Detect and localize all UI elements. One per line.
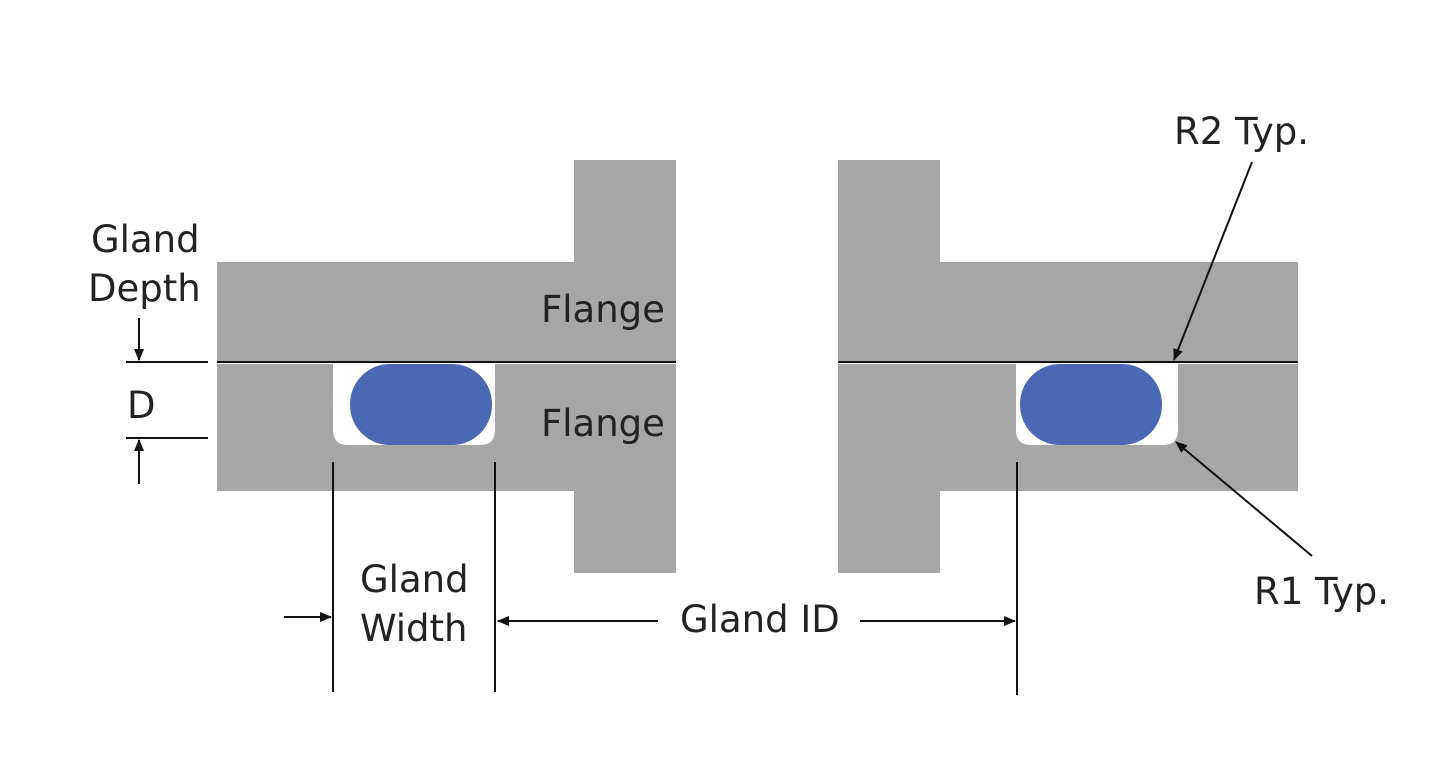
r1-label: R1 Typ. — [1254, 570, 1389, 613]
lower-flange-label: Flange — [541, 402, 665, 445]
gland-id-label: Gland ID — [680, 598, 840, 641]
gland-width-label-line1: Gland — [360, 558, 469, 601]
r2-leader — [1173, 161, 1253, 361]
r1-leader — [1175, 441, 1313, 557]
left-o-ring — [350, 364, 492, 445]
upper-flange — [217, 160, 676, 362]
r2-label: R2 Typ. — [1174, 110, 1309, 153]
upper-flange-label: Flange — [541, 288, 665, 331]
lower-flange — [217, 364, 676, 573]
right-o-ring — [1020, 364, 1162, 445]
gland-width-label-line2: Width — [360, 607, 468, 650]
gland-depth-label-line2: Depth — [88, 267, 201, 310]
upper-flange-right — [838, 160, 1298, 362]
gland-depth-label-line1: Gland — [91, 218, 200, 261]
depth-symbol-label: D — [127, 384, 156, 427]
lower-flange-right — [838, 364, 1298, 573]
